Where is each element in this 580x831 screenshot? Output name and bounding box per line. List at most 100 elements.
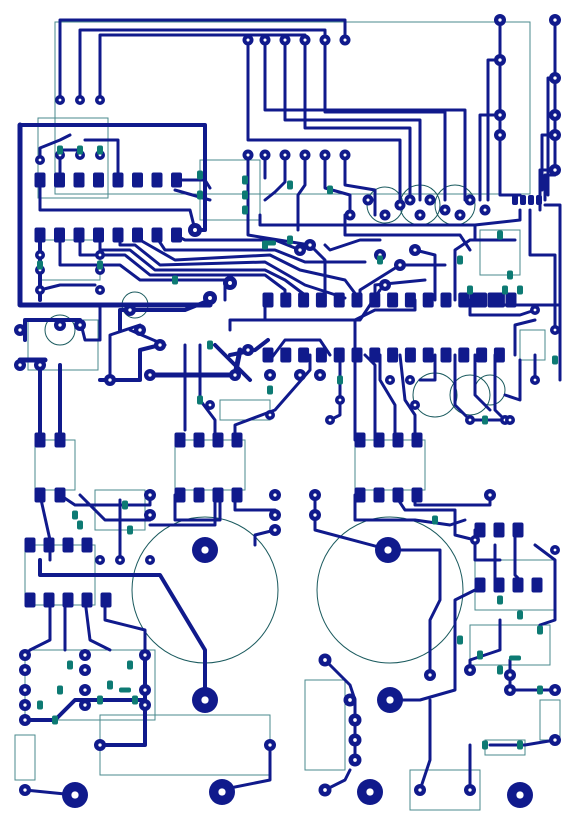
drill-hole-177 — [488, 493, 492, 497]
drill-hole-92 — [323, 38, 327, 42]
copper-trace-89 — [38, 558, 207, 702]
drill-hole-152 — [383, 283, 387, 287]
drill-hole-137 — [78, 323, 82, 327]
drill-hole-123 — [458, 213, 462, 217]
copper-trace-29 — [83, 138, 120, 182]
component-outline-26 — [44, 314, 76, 346]
drill-hole-113 — [553, 133, 557, 137]
drill-hole-207 — [418, 788, 422, 792]
rect-pad-59 — [392, 432, 404, 448]
rect-pad-267 — [127, 660, 133, 670]
drill-hole-150 — [318, 373, 322, 377]
rect-pad-80 — [531, 577, 543, 593]
drill-hole-173 — [273, 513, 277, 517]
component-outline-14 — [304, 679, 346, 771]
drill-hole-89 — [263, 38, 267, 42]
rect-pad-243 — [467, 285, 473, 295]
drill-hole-106 — [498, 18, 502, 22]
rect-pad-69 — [24, 592, 36, 608]
drill-hole-191 — [143, 688, 147, 692]
rect-pad-256 — [457, 635, 463, 645]
drill-hole-131 — [38, 288, 42, 292]
drill-hole-183 — [23, 688, 27, 692]
rect-pad-62 — [373, 487, 385, 503]
rect-pad-86 — [528, 195, 534, 205]
rect-pad-16 — [171, 227, 182, 243]
drill-hole-174 — [273, 528, 277, 532]
copper-trace-82 — [58, 493, 152, 507]
copper-trace-91 — [148, 493, 217, 527]
drill-hole-139 — [138, 328, 142, 332]
drill-hole-135 — [38, 363, 42, 367]
drill-hole-172 — [273, 493, 277, 497]
rect-pad-53 — [174, 487, 186, 503]
drill-hole-169 — [208, 403, 212, 407]
copper-trace-24 — [263, 158, 287, 202]
copper-trace-73 — [473, 353, 492, 412]
copper-trace-17 — [283, 38, 422, 202]
drill-hole-208 — [468, 788, 472, 792]
rect-pad-247 — [482, 415, 488, 425]
rect-pad-3 — [73, 172, 85, 188]
rect-pad-21 — [333, 292, 345, 308]
copper-trace-88 — [103, 598, 147, 657]
copper-trace-21 — [343, 158, 377, 217]
rect-pad-239 — [457, 255, 463, 265]
rect-pad-9 — [34, 227, 46, 243]
copper-trace-55 — [198, 343, 217, 442]
copper-trace-94 — [23, 698, 147, 722]
copper-trace-112 — [488, 738, 557, 747]
drill-hole-143 — [193, 228, 197, 232]
rect-pad-8 — [171, 172, 182, 188]
pad-layer — [14, 14, 561, 808]
copper-trace-74 — [453, 353, 512, 422]
drill-hole-97 — [303, 153, 307, 157]
copper-trace-100 — [393, 493, 477, 542]
drill-hole-111 — [553, 76, 557, 80]
rect-pad-64 — [411, 487, 423, 503]
copper-trace-14 — [528, 208, 557, 332]
drill-hole-190 — [143, 653, 147, 657]
drill-hole-99 — [343, 153, 347, 157]
copper-trace-52 — [228, 338, 270, 357]
copper-trace-80 — [258, 213, 477, 227]
copper-trace-72 — [493, 353, 507, 422]
rect-pad-10 — [54, 227, 65, 243]
drill-hole-181 — [23, 653, 27, 657]
drill-hole-202 — [468, 668, 472, 672]
drill-hole-211 — [473, 538, 477, 542]
drill-hole-101 — [78, 98, 82, 102]
rect-pad-270 — [264, 240, 276, 246]
rect-pad-11 — [73, 227, 85, 243]
copper-trace-39 — [153, 233, 367, 264]
drill-hole-219 — [516, 791, 524, 799]
rect-pad-50 — [193, 432, 205, 448]
component-outline-24 — [316, 516, 464, 664]
component-outline-18 — [519, 329, 546, 361]
rect-pad-52 — [231, 432, 243, 448]
copper-trace-57 — [268, 338, 332, 362]
copper-trace-41 — [38, 283, 97, 292]
drill-hole-187 — [83, 668, 87, 672]
drill-hole-142 — [228, 281, 232, 285]
copper-trace-9 — [543, 18, 557, 202]
drill-hole-147 — [246, 348, 250, 352]
drill-hole-199 — [353, 758, 357, 762]
copper-trace-30 — [38, 133, 72, 162]
rect-pad-245 — [517, 285, 523, 295]
copper-trace-53 — [213, 343, 252, 382]
drill-hole-93 — [343, 38, 347, 42]
drill-hole-100 — [58, 98, 62, 102]
drill-hole-209 — [23, 788, 27, 792]
drill-hole-179 — [118, 558, 122, 562]
rect-pad-259 — [497, 665, 503, 675]
copper-trace-6 — [498, 18, 522, 197]
rect-pad-61 — [354, 487, 366, 503]
copper-trace-19 — [323, 38, 447, 202]
drill-hole-145 — [148, 373, 152, 377]
rect-pad-36 — [351, 347, 363, 363]
drill-hole-117 — [383, 213, 387, 217]
drill-hole-161 — [508, 418, 512, 422]
rect-pad-233 — [97, 260, 103, 270]
rect-pad-63 — [392, 487, 404, 503]
